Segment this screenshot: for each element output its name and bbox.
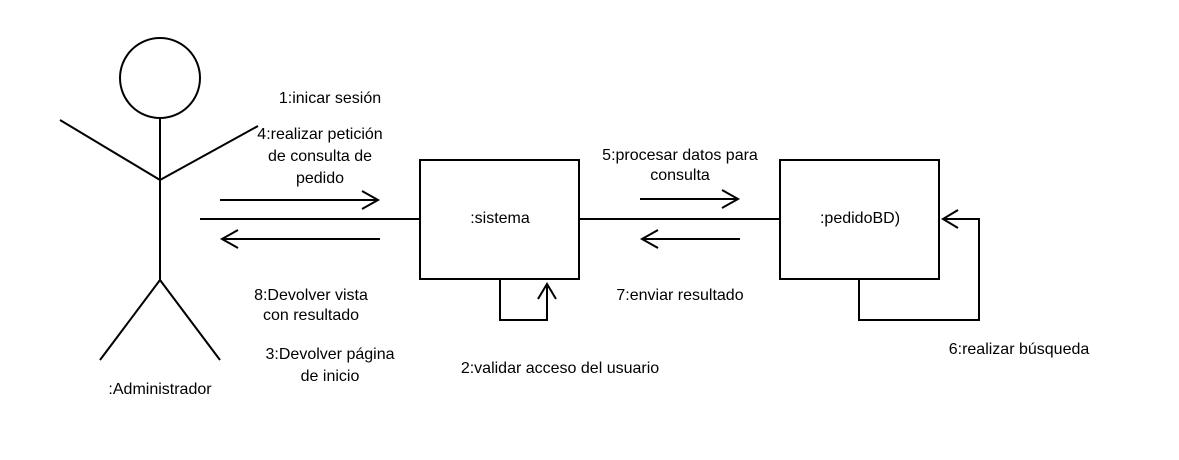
message-5-label-line1: 5:procesar datos para xyxy=(602,147,758,164)
actor-right-leg xyxy=(159,279,221,361)
object-pedido-label: :pedidoBD) xyxy=(820,210,900,227)
message-3-label-line2: de inicio xyxy=(301,368,360,385)
object-pedido: :pedidoBD) xyxy=(779,159,940,280)
actor-left-arm xyxy=(59,119,161,181)
message-8-label-line2: con resultado xyxy=(263,307,359,324)
actor-administrador: :Administrador xyxy=(59,37,259,398)
self-link-pedido-arrowhead xyxy=(941,209,959,229)
self-link-sistema-arrowhead xyxy=(537,282,557,300)
actor-head xyxy=(119,37,201,119)
message-3-label-line1: 3:Devolver página xyxy=(266,346,395,363)
actor-right-arm xyxy=(159,125,259,181)
message-6-label: 6:realizar búsqueda xyxy=(949,341,1090,358)
arrow-to-actor xyxy=(219,229,380,249)
message-4-label-line2: de consulta de xyxy=(268,148,372,165)
object-sistema: :sistema xyxy=(419,159,580,280)
message-7-label: 7:enviar resultado xyxy=(616,287,743,304)
message-4-label-line3: pedido xyxy=(296,170,344,187)
object-sistema-label: :sistema xyxy=(470,210,530,227)
self-link-sistema xyxy=(499,279,548,321)
self-link-pedido xyxy=(858,218,980,321)
message-4-label-line1: 4:realizar petición xyxy=(257,126,382,143)
message-8-label-line1: 8:Devolver vista xyxy=(254,287,368,304)
message-5-label-line2: consulta xyxy=(650,167,710,184)
actor-name: :Administrador xyxy=(108,381,212,398)
arrow-to-sistema xyxy=(220,190,381,210)
actor-left-leg xyxy=(99,279,161,361)
arrow-to-pedido xyxy=(640,189,741,209)
arrow-to-sistema-result xyxy=(639,229,740,249)
message-1-label: 1:inicar sesión xyxy=(279,90,381,107)
message-2-label: 2:validar acceso del usuario xyxy=(461,360,659,377)
